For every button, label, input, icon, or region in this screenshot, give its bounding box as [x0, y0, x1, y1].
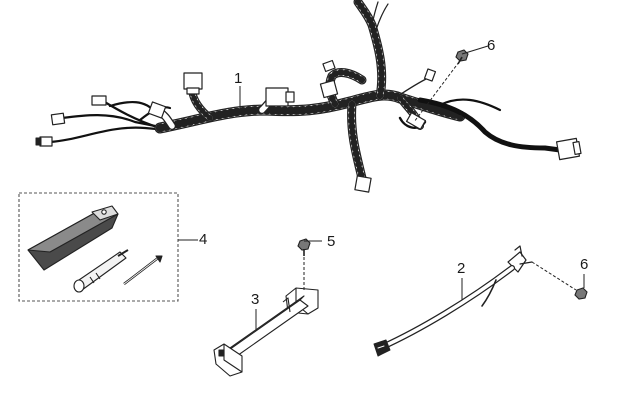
bolt-6-lower[interactable]: [574, 287, 588, 300]
bolt-6-top[interactable]: [455, 49, 469, 65]
callout-part-4[interactable]: 4: [199, 231, 208, 248]
wire-harness[interactable]: [35, 0, 582, 193]
callout-part-3[interactable]: 3: [251, 291, 260, 308]
callout-part-1[interactable]: 1: [234, 70, 243, 87]
tool-kit-box: [18, 192, 179, 302]
callout-part-2[interactable]: 2: [457, 260, 466, 277]
ground-cable[interactable]: [373, 245, 533, 357]
leader-lines: [178, 45, 585, 330]
callout-part-5[interactable]: 5: [327, 233, 336, 250]
bracket[interactable]: [213, 287, 319, 377]
callout-part-6-top[interactable]: 6: [487, 37, 496, 54]
callout-part-6-lower[interactable]: 6: [580, 256, 589, 273]
tool-kit[interactable]: [27, 205, 163, 293]
